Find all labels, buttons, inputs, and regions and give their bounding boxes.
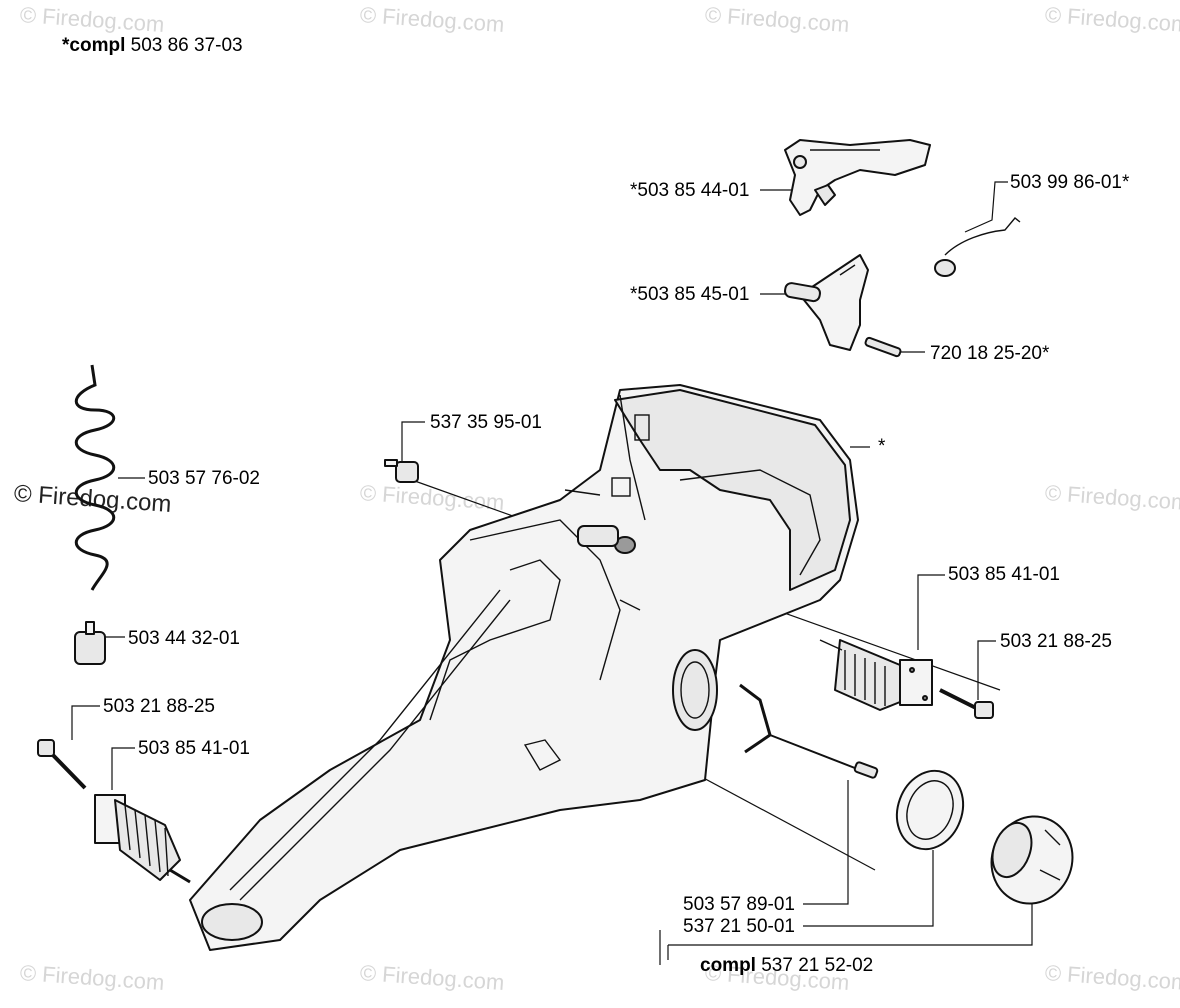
fuel-filter <box>74 621 106 665</box>
assembly-number: 503 86 37-03 <box>130 35 243 56</box>
fuel-pickup <box>739 683 879 779</box>
part-label-fuel-cap[interactable]: compl 537 21 52-02 <box>700 955 873 977</box>
assembly-prefix: *compl <box>62 35 126 56</box>
fuel-cap-prefix: compl <box>700 955 756 976</box>
av-spring-right <box>819 639 933 711</box>
throttle-lockout <box>783 254 869 351</box>
fuel-cap <box>990 815 1074 905</box>
part-label-fuel-pickup[interactable]: 503 57 89-01 <box>683 894 795 915</box>
spring-part <box>934 217 1021 277</box>
part-label-vent-filter[interactable]: 537 35 95-01 <box>430 412 542 433</box>
assembly-header: *compl 503 86 37-03 <box>62 35 243 57</box>
vent-filter <box>384 459 419 483</box>
part-label-pin[interactable]: 720 18 25-20* <box>930 343 1050 364</box>
av-spring-left <box>94 794 191 884</box>
part-label-av-spring-right[interactable]: 503 85 41-01 <box>948 564 1060 585</box>
rear-handle-tank <box>189 384 859 951</box>
fuel-cap-number: 537 21 52-02 <box>761 955 874 976</box>
part-label-throttle-lockout[interactable]: *503 85 45-01 <box>630 284 750 305</box>
fuel-hose <box>74 364 116 591</box>
part-label-handle[interactable]: * <box>878 436 886 457</box>
throttle-trigger <box>784 139 931 216</box>
screw-right <box>939 688 994 719</box>
part-label-screw-left[interactable]: 503 21 88-25 <box>103 696 215 717</box>
part-label-av-spring-left[interactable]: 503 85 41-01 <box>138 738 250 759</box>
part-label-fuel-hose[interactable]: 503 57 76-02 <box>148 468 260 489</box>
screw-left <box>37 739 87 790</box>
part-label-throttle-trigger[interactable]: *503 85 44-01 <box>630 180 750 201</box>
pin-part <box>864 336 902 358</box>
part-label-screw-right[interactable]: 503 21 88-25 <box>1000 631 1112 652</box>
part-label-spring[interactable]: 503 99 86-01* <box>1010 172 1130 193</box>
part-label-fuel-filter[interactable]: 503 44 32-01 <box>128 628 240 649</box>
part-label-cap-gasket[interactable]: 537 21 50-01 <box>683 916 795 937</box>
cap-gasket <box>895 769 965 851</box>
